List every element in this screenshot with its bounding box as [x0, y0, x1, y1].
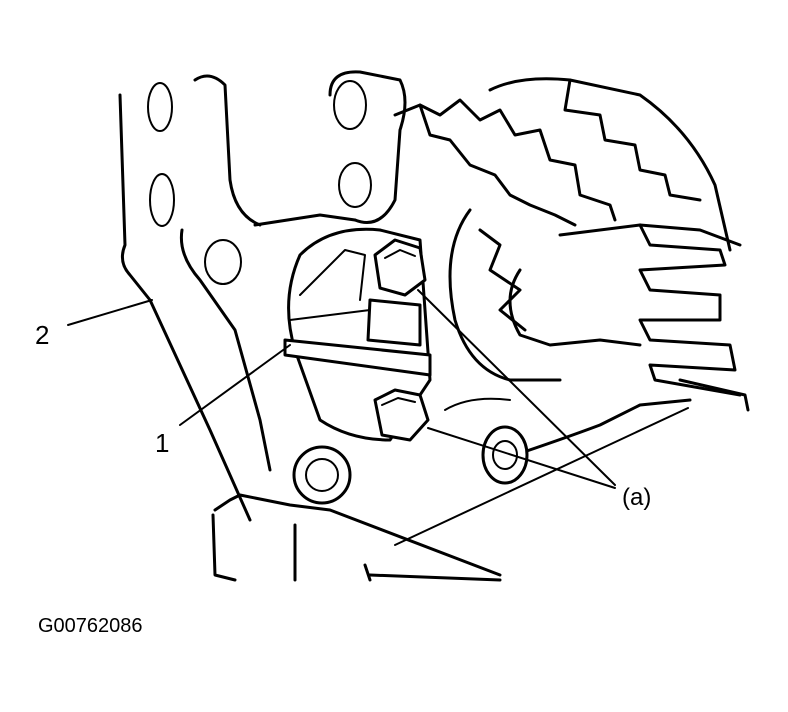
- housing-edge-line: [394, 407, 689, 546]
- callout-label-a: (a): [622, 484, 651, 511]
- callout-label-1: 1: [155, 428, 169, 458]
- lower-bolt: [373, 388, 430, 442]
- lower-hole-right: [481, 425, 529, 485]
- lower-hole-left: [292, 445, 352, 505]
- leader-line-2: [67, 299, 153, 326]
- plate-slot: [283, 338, 432, 377]
- shaft-gear: [448, 208, 750, 412]
- upper-housing: [253, 70, 407, 227]
- large-gear: [393, 77, 732, 252]
- callout-label-2: 2: [35, 320, 49, 350]
- figure-id: G00762086: [38, 615, 143, 637]
- leader-line-1: [179, 344, 291, 426]
- bracket-hole-1: [147, 82, 173, 132]
- leader-line-a-lower: [427, 427, 616, 489]
- upper-hole-2: [338, 162, 372, 208]
- bracket-hole-3: [204, 239, 242, 285]
- leader-line-a-upper: [417, 289, 616, 486]
- plate-tab: [366, 298, 422, 347]
- bracket-hole-2: [149, 173, 175, 227]
- housing-bracket: [118, 74, 272, 522]
- lower-housing: [211, 397, 692, 582]
- upper-hole-1: [333, 80, 367, 130]
- upper-bolt: [373, 238, 427, 297]
